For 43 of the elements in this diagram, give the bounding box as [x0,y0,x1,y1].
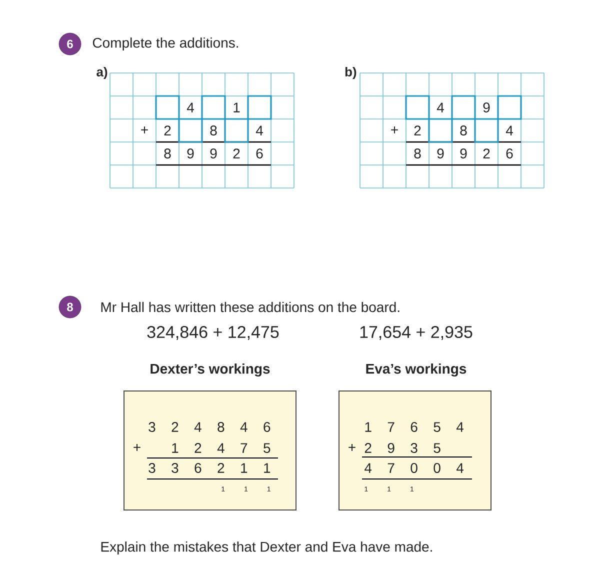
heading: Eva’s workings [366,363,466,377]
part-label: b) [345,66,356,80]
digit: 2 [483,148,490,158]
digit: 4 [506,126,513,136]
digit: 9 [210,148,217,158]
digit: 8 [164,148,171,158]
digit: 9 [437,148,444,158]
digit: 4 [256,126,263,136]
digit: 1 [234,102,240,112]
answer-box [428,118,453,143]
digit: 6 [256,148,263,158]
answer-box [178,118,203,143]
digit: 4 [436,102,444,112]
answer-box [474,118,499,143]
digit: 2 [414,126,421,136]
question-number: 8 [58,296,82,318]
addition-text: 324,846 + 12,475 [147,326,279,340]
addition-text: 17,654 + 2,935 [360,326,472,340]
digit: + [391,126,398,134]
digit: 8 [414,148,421,158]
answer-box [405,95,430,120]
answer-box [451,95,476,120]
question-text: Explain the mistakes that Dexter and Eva have made. [101,541,432,555]
answer-box [224,118,249,143]
answer-box [247,95,272,120]
digit: 8 [210,126,217,136]
digit: 2 [164,126,171,136]
digit: 6 [506,148,513,158]
part-label: a) [96,66,108,80]
digit: 8 [460,126,467,136]
digit: + [141,126,148,134]
question-text: Mr Hall has written these additions on the board. [101,302,400,312]
digit: 9 [460,148,467,158]
digit: 9 [483,102,490,112]
digit: 4 [186,102,194,112]
question-number: 6 [58,32,82,56]
question-text: Complete the additions. [92,37,238,51]
heading: Dexter’s workings [150,363,270,377]
digit: 9 [187,148,194,158]
answer-box [201,95,226,120]
digit: 2 [233,148,240,158]
answer-box [155,95,180,120]
answer-box [497,95,522,120]
